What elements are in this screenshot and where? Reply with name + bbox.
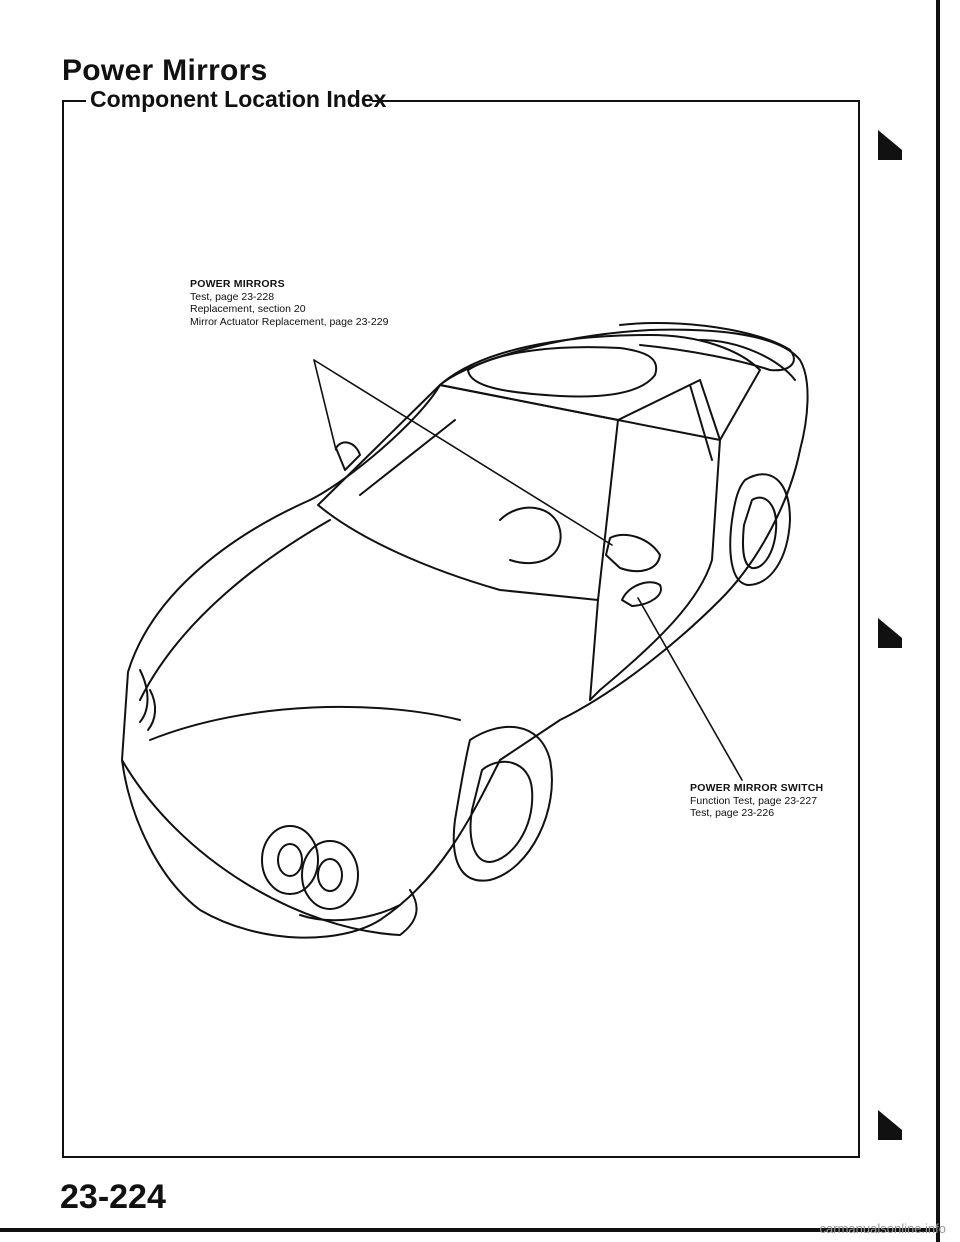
rear-wheel [729, 473, 791, 586]
page-bottom-edge [0, 1228, 940, 1232]
power-mirror-right [605, 533, 661, 573]
power-mirrors-test-ref: Test, page 23-228 [190, 290, 275, 303]
power-mirror-switch-function-test-ref: Function Test, page 23-227 [690, 794, 818, 807]
section-heading: Component Location Index [90, 86, 387, 112]
power-mirror-left [335, 441, 361, 471]
frame-right-border [858, 100, 860, 1158]
leader-lines [313, 359, 743, 781]
headlights [139, 669, 359, 910]
tab-marker-3 [878, 1110, 902, 1140]
page-number: 23-224 [60, 1178, 166, 1216]
tab-marker-2 [878, 618, 902, 648]
page-right-edge [936, 0, 940, 1242]
windshield [317, 384, 619, 601]
front-bumper [121, 759, 418, 936]
page-title: Power Mirrors [62, 54, 268, 87]
power-mirrors-actuator-ref: Mirror Actuator Replacement, page 23-229 [190, 315, 389, 328]
side-door [589, 379, 721, 701]
frame-bottom-border [62, 1156, 860, 1158]
power-mirror-switch-test-ref: Test, page 23-226 [690, 807, 775, 819]
power-mirror-switch-callout: POWER MIRROR SWITCH Function Test, page … [690, 782, 823, 820]
rear-spoiler [619, 322, 796, 381]
power-mirrors-callout: POWER MIRRORS Test, page 23-228 Replacem… [190, 278, 388, 328]
power-mirror-switch-label: POWER MIRROR SWITCH [690, 782, 824, 794]
front-wheel [452, 726, 553, 882]
tab-marker-1 [878, 130, 902, 160]
heading-rule [372, 100, 860, 102]
steering-wheel [499, 506, 562, 565]
car-body-outline [121, 328, 809, 939]
roof-and-sunroof [439, 334, 761, 441]
power-mirrors-label: POWER MIRRORS [190, 278, 285, 290]
watermark: carmanualsonline.info [819, 1221, 946, 1236]
heading-left-tick [62, 100, 86, 102]
frame-left-border [62, 100, 64, 1158]
power-mirrors-replacement-ref: Replacement, section 20 [190, 303, 306, 315]
